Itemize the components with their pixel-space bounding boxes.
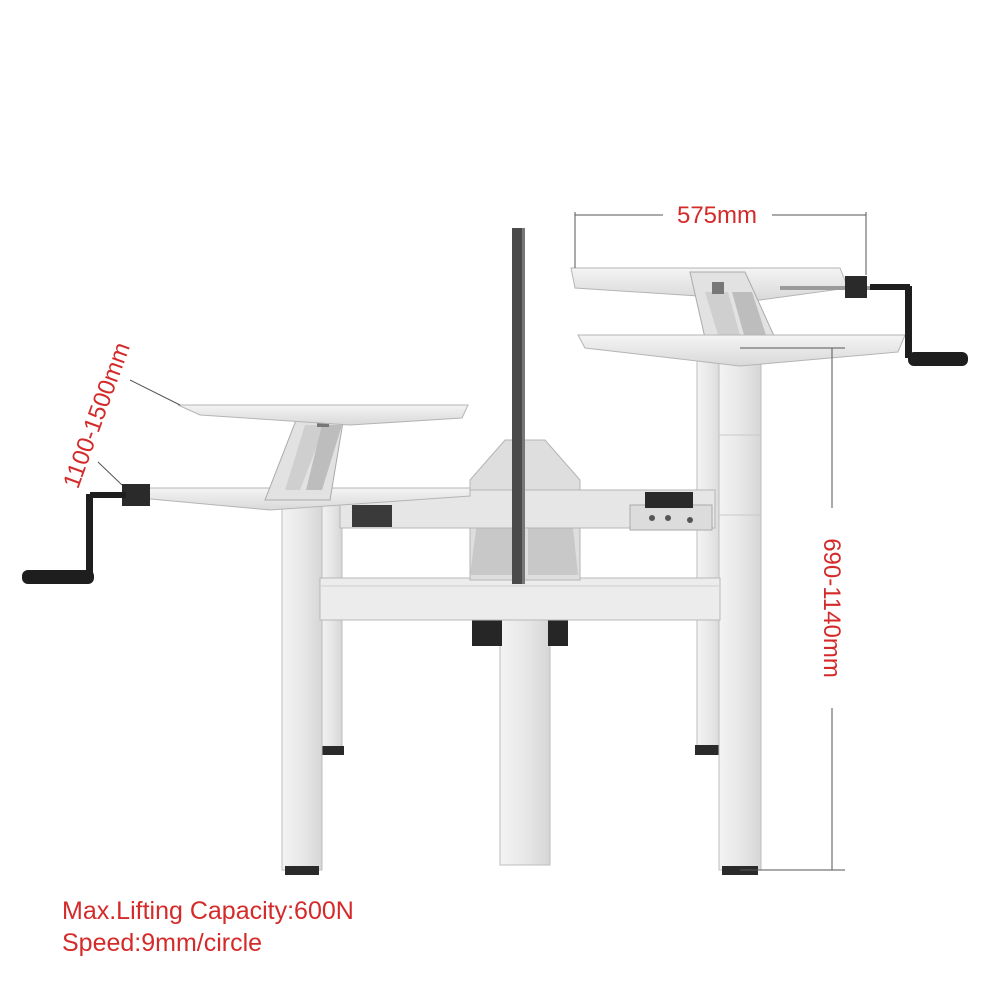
width-dimension: 575mm: [574, 202, 867, 275]
left-hand-crank-icon: [22, 484, 150, 584]
right-hand-crank-icon: [870, 284, 968, 366]
lifting-capacity-text: Max.Lifting Capacity:600N: [62, 897, 354, 925]
left-front-leg: [281, 504, 323, 875]
lower-crossbar: [319, 577, 721, 621]
right-lift-mechanism: [689, 271, 776, 339]
right-front-leg: [718, 349, 762, 875]
speed-text: Speed:9mm/circle: [62, 929, 263, 957]
right-drive-shaft: [780, 276, 880, 298]
right-top-plate-lower: [577, 334, 906, 367]
height-dimension: 690-1140mm: [740, 347, 845, 871]
width-dimension-label: 575mm: [677, 202, 757, 229]
height-dimension-label: 690-1140mm: [818, 538, 845, 678]
privacy-divider-panel: [512, 228, 525, 584]
left-lift-mechanism: [264, 409, 346, 501]
length-dimension: 1100-1500mm: [58, 339, 181, 492]
center-leg: [472, 599, 568, 866]
length-dimension-label: 1100-1500mm: [58, 339, 136, 492]
left-top-plate-upper: [177, 404, 469, 426]
